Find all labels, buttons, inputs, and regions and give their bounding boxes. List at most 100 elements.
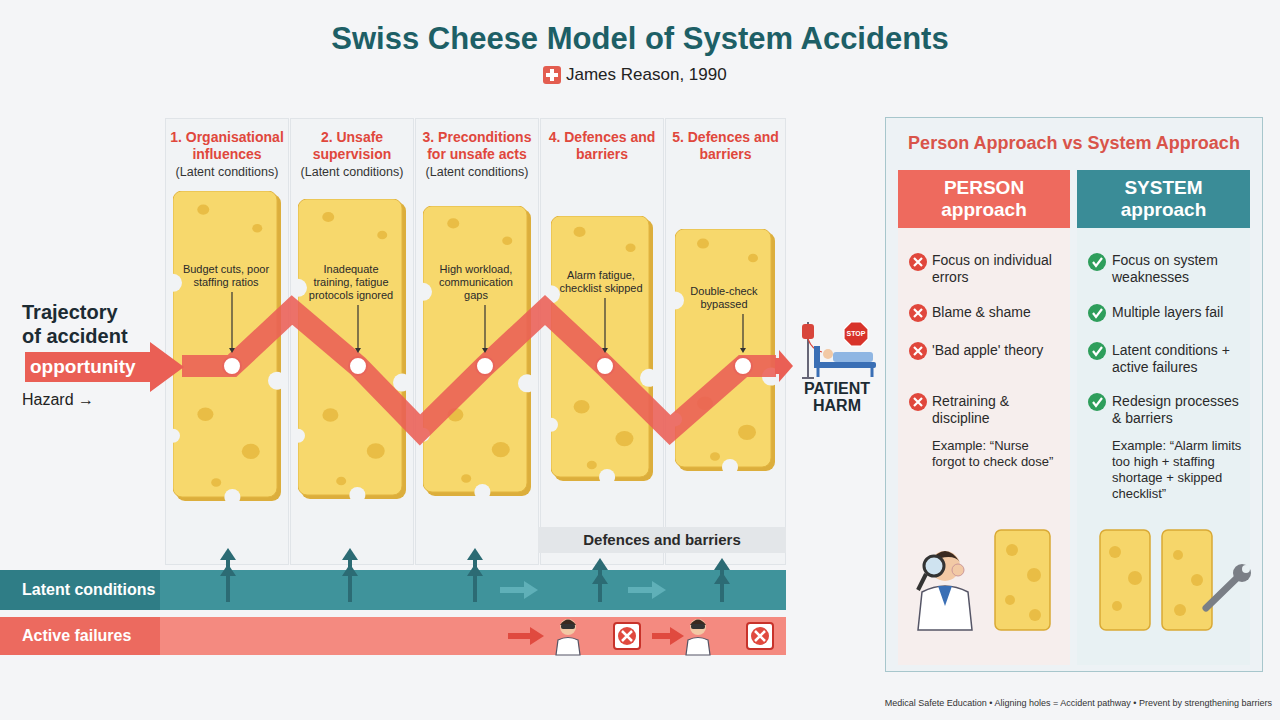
- callout-holder: Budget cuts, poor staffing ratios: [181, 263, 271, 289]
- blaming-doctor-icon: [918, 551, 972, 630]
- cheese-callout: High workload, communication gaps: [431, 263, 521, 302]
- layer-column: 2. Unsafe supervision(Latent conditions)…: [290, 118, 414, 565]
- cheese-notch: [551, 418, 558, 432]
- trajectory-zigzag: [182, 310, 776, 430]
- label-holder: Focus on individual errors: [932, 252, 1067, 286]
- cheese-hole: [242, 444, 260, 459]
- approach-header: PERSON approach: [934, 177, 1034, 221]
- cheese-hole: [738, 425, 756, 440]
- system-item: Latent conditions + active failures: [1112, 342, 1252, 376]
- column-heading: 3. Preconditions for unsafe acts: [416, 119, 538, 163]
- cheese-body: [298, 199, 402, 495]
- hazard-label: Hazard →: [22, 390, 132, 409]
- connector-line: [775, 358, 779, 374]
- callout-holder: Inadequate training, fatigue protocols i…: [306, 263, 396, 302]
- cheese-slice-node: Budget cuts, poor staffing ratios: [173, 191, 281, 501]
- cheese-hole: [574, 400, 590, 414]
- trajectory-label: Trajectory of accident: [22, 300, 137, 348]
- leader-head: [229, 348, 235, 353]
- cheese-notch: [518, 374, 531, 392]
- cheese-notch: [762, 368, 775, 386]
- column-heading: 2. Unsafe supervision: [291, 119, 413, 163]
- arrow-head: [779, 350, 793, 382]
- label-holder: James Reason, 1990: [566, 65, 786, 85]
- cheese-notch: [640, 369, 653, 387]
- latent-up-arrows: [220, 548, 730, 602]
- patient-harm-node: PATIENT HARM: [793, 318, 881, 414]
- person-item: Focus on individual errors: [932, 252, 1067, 286]
- leader-head: [740, 348, 746, 353]
- cheese-notch: [675, 291, 684, 309]
- cheese-hole: [492, 442, 510, 457]
- cheese-hole: [367, 443, 385, 458]
- label-holder: 'Bad apple' theory: [932, 342, 1067, 359]
- cheese-hole: [615, 431, 633, 446]
- cheese-slice-node: High workload, communication gaps: [423, 206, 531, 496]
- cheese-notch: [599, 469, 615, 481]
- cheese-slice-node: Double-check bypassed: [675, 229, 775, 471]
- system-item: Focus on system weaknesses: [1112, 252, 1252, 286]
- cheese-notch: [675, 412, 682, 426]
- callout-holder: Double-check bypassed: [683, 285, 765, 311]
- cheese-slice: [551, 216, 653, 481]
- callout-holder: High workload, communication gaps: [431, 263, 521, 302]
- active-band: Active failures: [0, 617, 786, 655]
- cheese-slice: [298, 199, 406, 499]
- check-icons: [1088, 253, 1106, 411]
- cheese-hole: [710, 452, 720, 461]
- band-label: Active failures: [0, 626, 131, 646]
- cheese-hole: [211, 478, 221, 487]
- cheese-notch: [423, 283, 432, 301]
- cheese-notch: [173, 429, 180, 443]
- label-holder: Focus on system weaknesses: [1112, 252, 1252, 286]
- panel-title: Person Approach vs System Approach: [886, 118, 1262, 154]
- label-holder: Latent conditions + active failures: [1112, 342, 1252, 376]
- leader-line: [231, 292, 232, 349]
- cheese-hole: [461, 474, 471, 483]
- cheese-notch: [474, 484, 490, 496]
- column-subheading: (Latent conditions): [166, 164, 288, 180]
- cheese-icons: [995, 530, 1212, 630]
- cheese-hole: [697, 238, 709, 248]
- band-label: Latent conditions: [0, 580, 155, 600]
- system-header: SYSTEM approach: [1077, 170, 1250, 228]
- cheese-notch: [298, 279, 307, 297]
- label-holder: Medical Safete Education • Aligning hole…: [700, 698, 1272, 709]
- active-failure-icons: [508, 619, 773, 655]
- leader-head: [482, 348, 488, 353]
- cheese-hole: [447, 408, 463, 422]
- cheese-body: [675, 229, 771, 467]
- title-holder: Swiss Cheese Model of System Accidents: [0, 20, 1280, 58]
- cheese-notch: [298, 429, 305, 443]
- label-holder: Redesign processes & barriers: [1112, 393, 1252, 427]
- trajectory-connector: [775, 350, 793, 382]
- cheese-slice: [173, 191, 281, 501]
- wrench-icon: [1206, 564, 1251, 608]
- layer-column: 5. Defences and barriersDouble-check byp…: [665, 118, 786, 565]
- leader-line: [357, 305, 358, 349]
- layer-column: 4. Defences and barriersAlarm fatigue, c…: [540, 118, 664, 565]
- layer-column: 3. Preconditions for unsafe acts(Latent …: [415, 118, 539, 565]
- cheese-notch: [349, 487, 365, 499]
- cheese-hole: [447, 218, 459, 228]
- cheese-notch: [423, 428, 430, 442]
- column-heading: 1. Organisational influences: [166, 119, 288, 163]
- cheese-hole: [322, 212, 334, 222]
- medical-icon: [543, 66, 561, 84]
- cheese-hole: [197, 205, 209, 215]
- cross-icons: [909, 253, 927, 411]
- patient-label-holder: PATIENT HARM: [793, 380, 881, 414]
- cheese-slice: [675, 229, 775, 471]
- patient-bed-icon: [802, 322, 876, 378]
- person-item: Blame & shame: [932, 304, 1067, 321]
- cheese-notch: [268, 372, 281, 390]
- cheese-notch: [551, 285, 560, 303]
- label-holder: Multiple layers fail: [1112, 304, 1252, 321]
- cheese-hole: [626, 244, 636, 253]
- hole-markers: [223, 357, 752, 375]
- patient-harm-label: PATIENT HARM: [793, 380, 881, 414]
- leader-head: [355, 348, 361, 353]
